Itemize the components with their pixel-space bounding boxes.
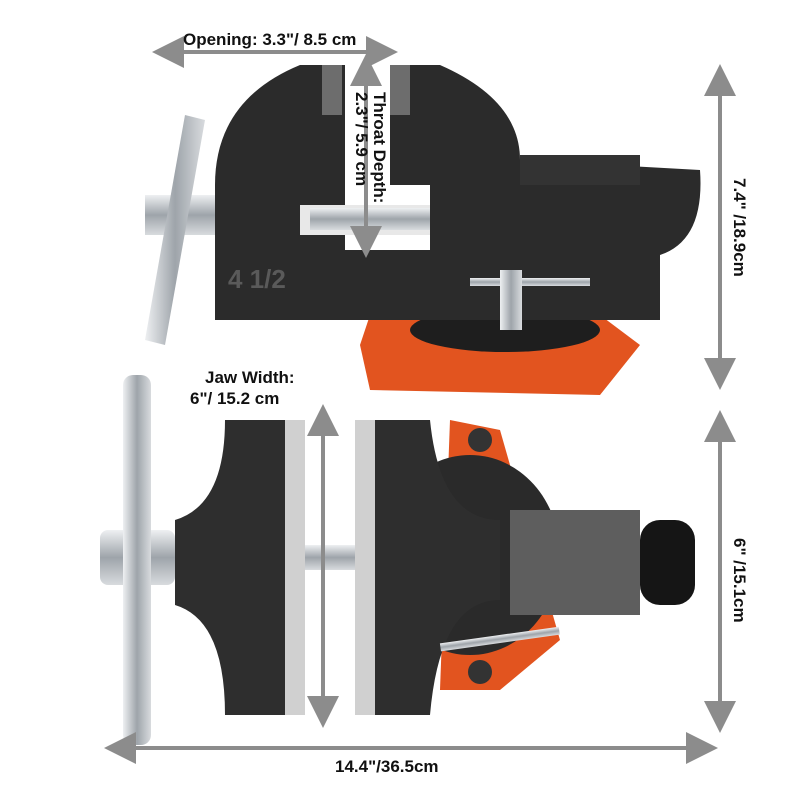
throat-depth-title: Throat Depth: <box>370 92 389 204</box>
jaw-width-title: Jaw Width: <box>205 368 295 387</box>
jaw-width-value: 6"/ 15.2 cm <box>190 389 280 408</box>
depth-label: 6" /15.1cm <box>730 538 749 623</box>
length-label: 14.4"/36.5cm <box>335 757 439 776</box>
height-label: 7.4" /18.9cm <box>730 178 749 277</box>
casting-mark: 4 1/2 <box>228 264 286 294</box>
dimension-arrows <box>104 36 736 764</box>
throat-depth-value: 2.3"/ 5.9 cm <box>352 92 371 187</box>
opening-label: Opening: 3.3"/ 8.5 cm <box>183 30 357 49</box>
vise-side-view: 4 1/2 <box>145 65 701 395</box>
vise-top-view <box>100 375 695 745</box>
